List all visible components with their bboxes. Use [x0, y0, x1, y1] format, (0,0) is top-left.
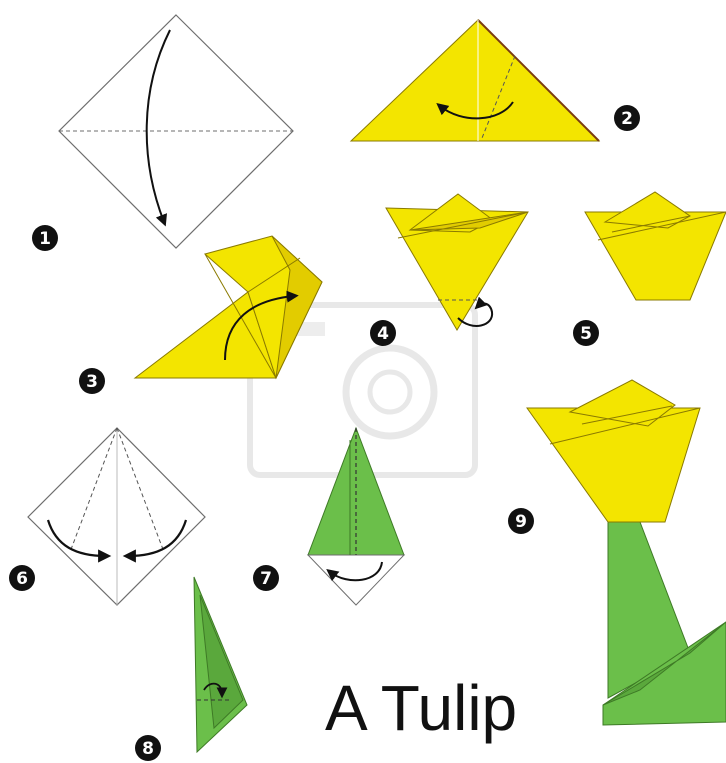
diagram-title: A Tulip [325, 672, 517, 744]
svg-text:2: 2 [621, 109, 633, 129]
svg-text:9: 9 [515, 512, 527, 532]
svg-text:6: 6 [16, 569, 28, 589]
step-6-diagram [28, 428, 205, 605]
step-3-diagram [135, 236, 322, 378]
svg-text:7: 7 [260, 569, 272, 589]
step-5-diagram [585, 192, 726, 300]
step-9-diagram [527, 380, 726, 725]
step-4-diagram [386, 194, 528, 330]
step-5-badge: 5 [573, 320, 599, 346]
step-2-diagram [351, 20, 599, 141]
step-1-diagram [59, 15, 293, 248]
step-7-diagram [308, 428, 404, 605]
step-1-badge: 1 [32, 225, 58, 251]
step-3-badge: 3 [79, 368, 105, 394]
svg-text:3: 3 [86, 372, 98, 392]
step-8-diagram [194, 577, 247, 752]
step-6-badge: 6 [9, 565, 35, 591]
step-7-badge: 7 [253, 565, 279, 591]
step-9-badge: 9 [508, 508, 534, 534]
svg-text:4: 4 [377, 324, 389, 344]
step-2-badge: 2 [614, 105, 640, 131]
svg-text:8: 8 [142, 739, 154, 759]
svg-text:5: 5 [580, 324, 592, 344]
step-4-badge: 4 [370, 320, 396, 346]
step-8-badge: 8 [135, 735, 161, 761]
svg-text:1: 1 [39, 229, 51, 249]
